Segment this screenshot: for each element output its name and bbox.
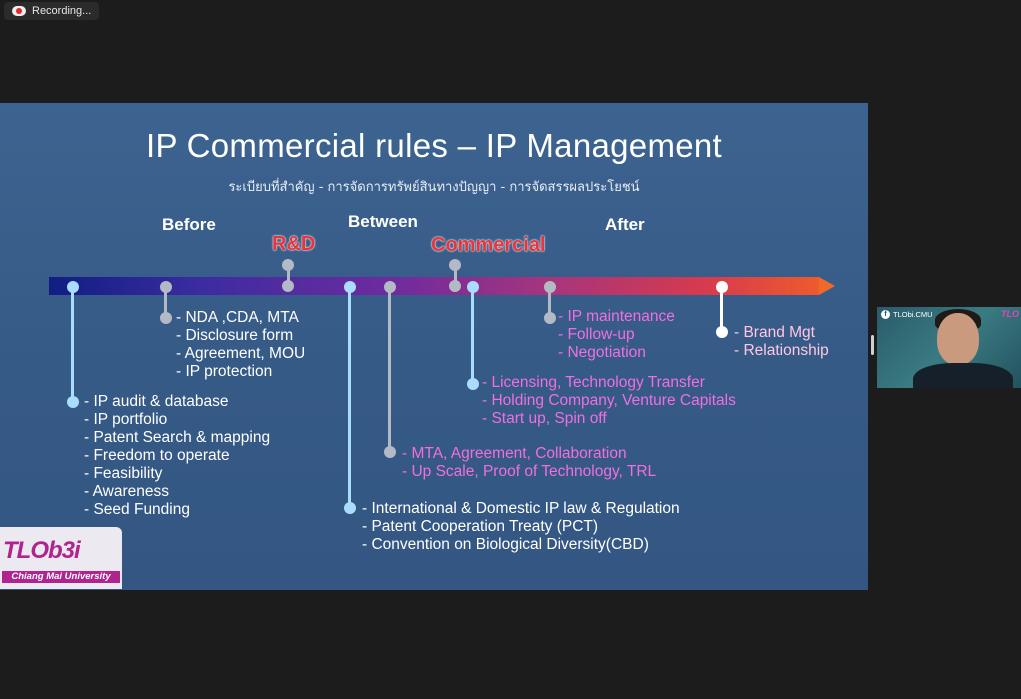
list-item: - Agreement, MOU (176, 345, 306, 362)
brand-list: - Brand Mgt - Relationship (734, 324, 829, 360)
person-body (913, 363, 1013, 388)
maintenance-node-top (544, 281, 556, 293)
list-item: - International & Domestic IP law & Regu… (362, 500, 680, 517)
list-item: - Up Scale, Proof of Technology, TRL (402, 463, 657, 480)
list-item: - NDA ,CDA, MTA (176, 309, 299, 326)
timeline-arrowhead (819, 277, 835, 295)
video-brand: TLO (1001, 309, 1019, 319)
commercial-marker-stem (454, 265, 457, 285)
recording-indicator[interactable]: Recording... (4, 2, 100, 20)
slide-title: IP Commercial rules – IP Management (145, 127, 723, 164)
list-item: - Awareness (84, 483, 170, 500)
nda-connector (164, 287, 167, 318)
international-connector (348, 287, 351, 507)
list-item: - IP portfolio (84, 411, 168, 428)
recording-label: Recording... (32, 5, 92, 17)
commercial-marker-base (449, 280, 461, 292)
mta-connector (388, 287, 391, 452)
participant-video[interactable]: f TLObi.CMU TLO (877, 307, 1021, 388)
audit-list: - IP audit & database - IP portfolio - P… (84, 393, 270, 519)
logo-university: Chiang Mai University (2, 571, 120, 583)
list-item: - IP protection (176, 363, 273, 380)
rd-marker-stem (287, 265, 290, 285)
logo-name: TLOb3i (3, 537, 81, 564)
phase-commercial: Commercial (431, 234, 546, 256)
list-item: - Licensing, Technology Transfer (482, 374, 705, 391)
slide-subtitle: ระเบียบที่สำคัญ - การจัดการทรัพย์สินทางป… (228, 180, 640, 195)
video-label: f TLObi.CMU (881, 310, 933, 319)
list-item: - Brand Mgt (734, 324, 815, 341)
resize-handle[interactable] (871, 335, 874, 355)
licensing-connector (471, 287, 474, 383)
audit-connector (71, 287, 74, 402)
list-item: - Holding Company, Venture Capitals (482, 392, 736, 409)
brand-node-top (716, 281, 728, 293)
licensing-node-bottom (467, 378, 479, 390)
record-icon (12, 6, 26, 16)
mta-node-top (384, 281, 396, 293)
maintenance-connector (548, 287, 551, 318)
mta-node-bottom (384, 446, 396, 458)
list-item: - Seed Funding (84, 501, 190, 518)
maintenance-node-bottom (544, 312, 556, 324)
person-head (937, 313, 979, 365)
rd-marker-dot (282, 259, 294, 271)
list-item: - Relationship (734, 342, 829, 359)
facebook-icon: f (881, 310, 890, 319)
international-list: - International & Domestic IP law & Regu… (362, 500, 680, 554)
nda-list: - NDA ,CDA, MTA - Disclosure form - Agre… (176, 309, 305, 381)
phase-after: After (605, 215, 645, 234)
licensing-list: - Licensing, Technology Transfer - Holdi… (482, 374, 736, 428)
brand-connector (720, 287, 723, 332)
audit-node-top (67, 281, 79, 293)
list-item: - Convention on Biological Diversity(CBD… (362, 536, 649, 553)
international-node-bottom (344, 502, 356, 514)
maintenance-list: - IP maintenance - Follow-up - Negotiati… (558, 308, 675, 362)
phase-between: Between (348, 212, 418, 231)
phase-rd: R&D (272, 233, 316, 255)
list-item: - Start up, Spin off (482, 410, 607, 427)
list-item: - MTA, Agreement, Collaboration (402, 445, 627, 462)
nda-node-bottom (160, 312, 172, 324)
international-node-top (344, 281, 356, 293)
rd-marker-base (282, 280, 294, 292)
list-item: - Negotiation (558, 344, 646, 361)
list-item: - Patent Cooperation Treaty (PCT) (362, 518, 599, 535)
shared-slide: IP Commercial rules – IP Management ระเบ… (0, 103, 868, 590)
list-item: - Follow-up (558, 326, 635, 343)
licensing-node-top (467, 281, 479, 293)
list-item: - Patent Search & mapping (84, 429, 271, 446)
video-label-text: TLObi.CMU (893, 310, 933, 319)
brand-node-bottom (716, 326, 728, 338)
list-item: - Freedom to operate (84, 447, 230, 464)
nda-node-top (160, 281, 172, 293)
list-item: - IP audit & database (84, 393, 229, 410)
mta-list: - MTA, Agreement, Collaboration - Up Sca… (402, 445, 656, 481)
phase-before: Before (162, 215, 216, 234)
list-item: - Disclosure form (176, 327, 294, 344)
audit-node-bottom (67, 396, 79, 408)
tlo-logo: TLOb3i Chiang Mai University (0, 527, 122, 589)
timeline-bar (49, 277, 819, 295)
list-item: - IP maintenance (558, 308, 675, 325)
list-item: - Feasibility (84, 465, 163, 482)
commercial-marker-dot (449, 259, 461, 271)
